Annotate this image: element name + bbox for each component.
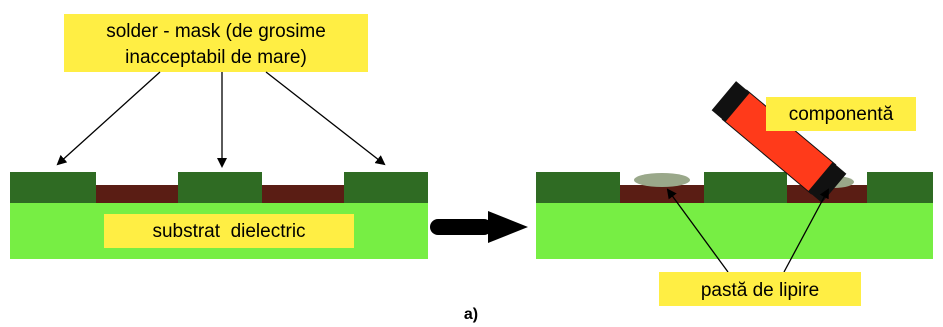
component-label-text: componentă (789, 104, 894, 125)
component-label: componentă (766, 97, 916, 131)
substrate-label: substrat dielectric (104, 214, 354, 248)
figure-caption: a) (464, 306, 478, 323)
substrate-label-text: substrat dielectric (152, 221, 305, 242)
right-solder-mask-2 (704, 172, 787, 203)
substrate-label-bg (104, 214, 354, 248)
arrow-to-paste-2 (783, 188, 829, 273)
right-copper-pad-1 (620, 185, 704, 203)
component-cap-left (711, 81, 750, 122)
arrow-to-mask-1 (56, 71, 161, 166)
transition-arrow (430, 211, 528, 243)
transition-arrow-shaft (430, 219, 492, 235)
right-solder-mask-1 (536, 172, 620, 203)
right-pcb-cross-section (536, 172, 933, 259)
left-solder-mask-2 (178, 172, 262, 203)
left-solder-mask-1 (10, 172, 96, 203)
right-solder-mask-3 (867, 172, 933, 203)
left-copper-pad-1 (96, 185, 178, 203)
smd-component (711, 81, 847, 203)
solder-mask-label-line1: solder - mask (de grosime (106, 21, 326, 42)
solder-paste-1 (634, 173, 690, 187)
arrow-to-paste-1 (666, 188, 729, 273)
transition-arrow-head (488, 211, 528, 243)
component-label-bg (766, 97, 916, 131)
solder-mask-label-bg (64, 14, 368, 72)
right-substrate (536, 203, 933, 259)
left-solder-mask-3 (344, 172, 428, 203)
component-cap-right (808, 162, 847, 203)
left-copper-pad-2 (262, 185, 344, 203)
solder-mask-pointer-arrows (56, 71, 386, 168)
solder-paste-label-text: pastă de lipire (701, 280, 819, 301)
solder-mask-label: solder - mask (de grosime inacceptabil d… (64, 14, 368, 72)
left-pcb-cross-section (10, 172, 428, 259)
solder-paste-label: pastă de lipire (659, 272, 861, 306)
arrow-to-mask-3 (265, 71, 386, 166)
solder-paste-label-bg (659, 272, 861, 306)
solder-mask-label-line2: inacceptabil de mare) (125, 47, 307, 68)
solder-paste-pointers (666, 188, 829, 273)
